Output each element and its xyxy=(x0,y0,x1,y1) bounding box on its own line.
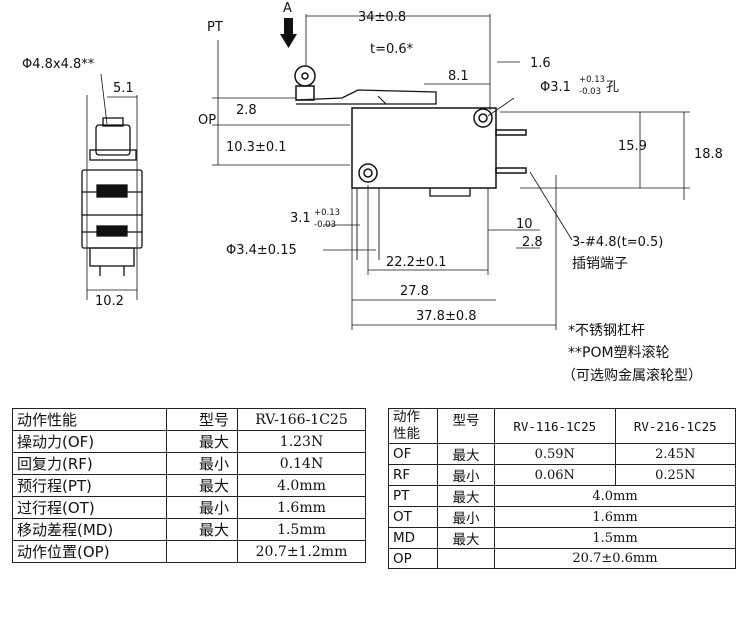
terminal-name: 插销端子 xyxy=(572,256,628,272)
dim-phi34: Φ3.4±0.15 xyxy=(226,243,297,258)
roller-size-label: Φ4.8x4.8** xyxy=(22,57,95,72)
t1-head-model: RV-166-1C25 xyxy=(237,408,366,431)
t1-limit-ot: 最小 xyxy=(166,496,238,519)
t2-limit-of: 最大 xyxy=(437,443,495,465)
t2-head-left-2: 性能 xyxy=(393,426,420,442)
dim-10-2: 10.2 xyxy=(95,294,124,309)
t2-limit-pt: 最大 xyxy=(437,485,495,507)
t2-limit-ot: 最小 xyxy=(437,506,495,528)
t2-common-pt: 4.0mm xyxy=(494,485,736,507)
t1-value-md: 1.5mm xyxy=(237,518,366,541)
dim-3-1: 3.1 xyxy=(290,211,311,226)
t2-param-pt: PT xyxy=(388,485,438,507)
dim-22-2: 22.2±0.1 xyxy=(386,255,447,270)
t1-head-left: 动作性能 xyxy=(12,408,167,431)
t2-b-rf: 0.25N xyxy=(614,464,736,486)
t1-limit-md: 最大 xyxy=(166,518,238,541)
t1-head-mid: 型号 xyxy=(166,408,238,431)
t2-common-op: 20.7±0.6mm xyxy=(494,548,736,569)
dim-15-9: 15.9 xyxy=(618,139,647,154)
t2-limit-op xyxy=(437,548,495,569)
arrow-a-label: A xyxy=(283,1,292,16)
side-view xyxy=(81,73,143,300)
t2-param-rf: RF xyxy=(388,464,438,486)
hole-dimension: Φ3.1 xyxy=(540,80,571,95)
t1-param-md: 移动差程(MD) xyxy=(12,518,167,541)
hole-tol-up: +0.13 xyxy=(579,75,605,85)
t1-value-rf: 0.14N xyxy=(237,452,366,475)
t2-limit-md: 最大 xyxy=(437,527,495,549)
dim-2-8-top: 2.8 xyxy=(236,103,257,118)
op-label: OP xyxy=(198,113,216,128)
t1-param-rf: 回复力(RF) xyxy=(12,452,167,475)
dim-37-8: 37.8±0.8 xyxy=(416,309,477,324)
t1-value-op: 20.7±1.2mm xyxy=(237,540,366,563)
spec-table-rv116-rv216: 动作 性能 型号 RV-116-1C25 RV-216-1C25 OF 最大 0… xyxy=(388,408,736,569)
t1-limit-op xyxy=(166,540,238,563)
dim-8-1: 8.1 xyxy=(448,69,469,84)
dim-5-1: 5.1 xyxy=(113,81,134,96)
t1-limit-rf: 最小 xyxy=(166,452,238,475)
t2-common-md: 1.5mm xyxy=(494,527,736,549)
dim-1-6: 1.6 xyxy=(530,56,551,71)
t1-value-pt: 4.0mm xyxy=(237,474,366,497)
t1-limit-of: 最大 xyxy=(166,430,238,453)
technical-drawing: Φ4.8x4.8** 5.1 10.2 xyxy=(22,1,723,384)
t2-a-of: 0.59N xyxy=(494,443,616,465)
terminal-spec: 3-#4.8(t=0.5) xyxy=(572,235,663,250)
pt-label: PT xyxy=(207,20,223,35)
t2-head-left-1: 动作 xyxy=(393,409,420,425)
spec-table-rv166: 动作性能 型号 RV-166-1C25 操动力(OF) 最大 1.23N 回复力… xyxy=(12,408,366,563)
hole-suffix: 孔 xyxy=(606,80,619,95)
dim-34: 34±0.8 xyxy=(358,10,406,25)
note-lever: *不锈钢杠杆 xyxy=(568,323,645,339)
t1-value-of: 1.23N xyxy=(237,430,366,453)
hole-tol-down: -0.03 xyxy=(579,87,601,97)
t2-head-left: 动作 性能 xyxy=(388,408,438,444)
dim-3-1-down: -0.03 xyxy=(314,220,336,230)
t2-limit-rf: 最小 xyxy=(437,464,495,486)
dim-t06: t=0.6* xyxy=(370,42,414,57)
front-view xyxy=(294,65,527,260)
note-roller: **POM塑料滚轮 xyxy=(568,344,670,361)
dim-2-8-bot: 2.8 xyxy=(522,235,543,250)
dim-10: 10 xyxy=(516,217,533,232)
t2-b-of: 2.45N xyxy=(614,443,736,465)
t1-param-op: 动作位置(OP) xyxy=(12,540,167,563)
t2-param-md: MD xyxy=(388,527,438,549)
t1-param-of: 操动力(OF) xyxy=(12,430,167,453)
arrow-a xyxy=(280,18,297,48)
t2-param-op: OP xyxy=(388,548,438,569)
t2-param-of: OF xyxy=(388,443,438,465)
t2-param-ot: OT xyxy=(388,506,438,528)
t2-a-rf: 0.06N xyxy=(494,464,616,486)
dimension-lines xyxy=(212,14,690,330)
t1-limit-pt: 最大 xyxy=(166,474,238,497)
t1-value-ot: 1.6mm xyxy=(237,496,366,519)
t2-head-model-a: RV-116-1C25 xyxy=(494,408,616,444)
dim-18-8: 18.8 xyxy=(694,147,723,162)
t1-param-pt: 预行程(PT) xyxy=(12,474,167,497)
dim-10-3: 10.3±0.1 xyxy=(226,140,287,155)
t2-common-ot: 1.6mm xyxy=(494,506,736,528)
t1-param-ot: 过行程(OT) xyxy=(12,496,167,519)
note-optional: （可选购金属滚轮型） xyxy=(562,367,702,384)
dim-3-1-up: +0.13 xyxy=(314,208,340,218)
dim-27-8: 27.8 xyxy=(400,284,429,299)
t2-head-mid: 型号 xyxy=(437,408,495,444)
t2-head-model-b: RV-216-1C25 xyxy=(614,408,736,444)
